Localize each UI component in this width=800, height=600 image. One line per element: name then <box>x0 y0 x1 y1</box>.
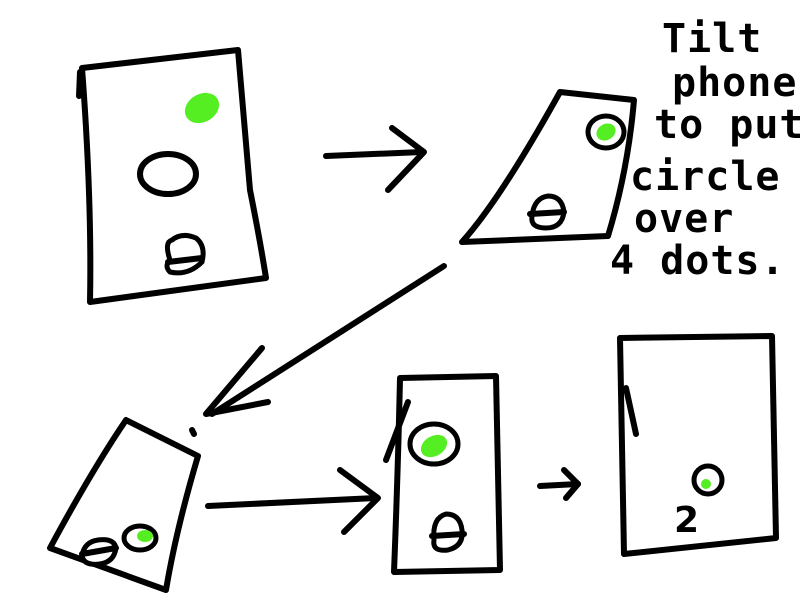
phone-outline <box>617 333 779 557</box>
arrow-diagonal <box>203 263 447 417</box>
pawn-marker <box>79 537 119 567</box>
green-dot-in-circle <box>596 123 616 141</box>
frame-5-done-phone: 2 <box>617 333 779 557</box>
caption-line-5: over <box>634 196 734 242</box>
arrow-right-1 <box>323 125 427 193</box>
caption-line-6: 4 dots. <box>610 238 786 284</box>
caption-line-1: Tilt <box>662 16 762 62</box>
green-dot-in-circle <box>420 434 448 458</box>
frame-1-upright-phone <box>76 47 269 305</box>
phone-edge-mark <box>189 427 197 437</box>
phone-edge-mark <box>76 69 83 99</box>
target-circle <box>137 151 199 197</box>
green-dot-in-circle <box>701 479 711 489</box>
instruction-caption: Tilt phone to put circle over 4 dots. <box>610 16 800 284</box>
pawn-marker <box>527 193 567 231</box>
caption-line-3: to put <box>654 102 800 148</box>
caption-line-2: phone <box>672 60 797 106</box>
frame-4-upright-phone <box>383 373 503 575</box>
green-dot <box>184 92 220 124</box>
phone-edge-mark <box>383 399 411 463</box>
phone-outline <box>459 89 637 245</box>
arrow-right-2 <box>205 467 381 535</box>
pawn-marker <box>164 232 206 276</box>
phone-outline <box>79 47 269 305</box>
result-number: 2 <box>674 500 699 541</box>
arrow-right-3 <box>537 467 581 501</box>
caption-line-4: circle <box>630 154 781 200</box>
green-dot-in-circle <box>137 530 153 542</box>
frame-2-tilted-phone <box>459 89 637 245</box>
pawn-marker <box>429 511 467 553</box>
frame-3-tilted-side-phone <box>47 417 201 593</box>
phone-edge-mark <box>623 385 639 437</box>
phone-outline <box>391 373 503 575</box>
phone-outline <box>47 417 201 593</box>
